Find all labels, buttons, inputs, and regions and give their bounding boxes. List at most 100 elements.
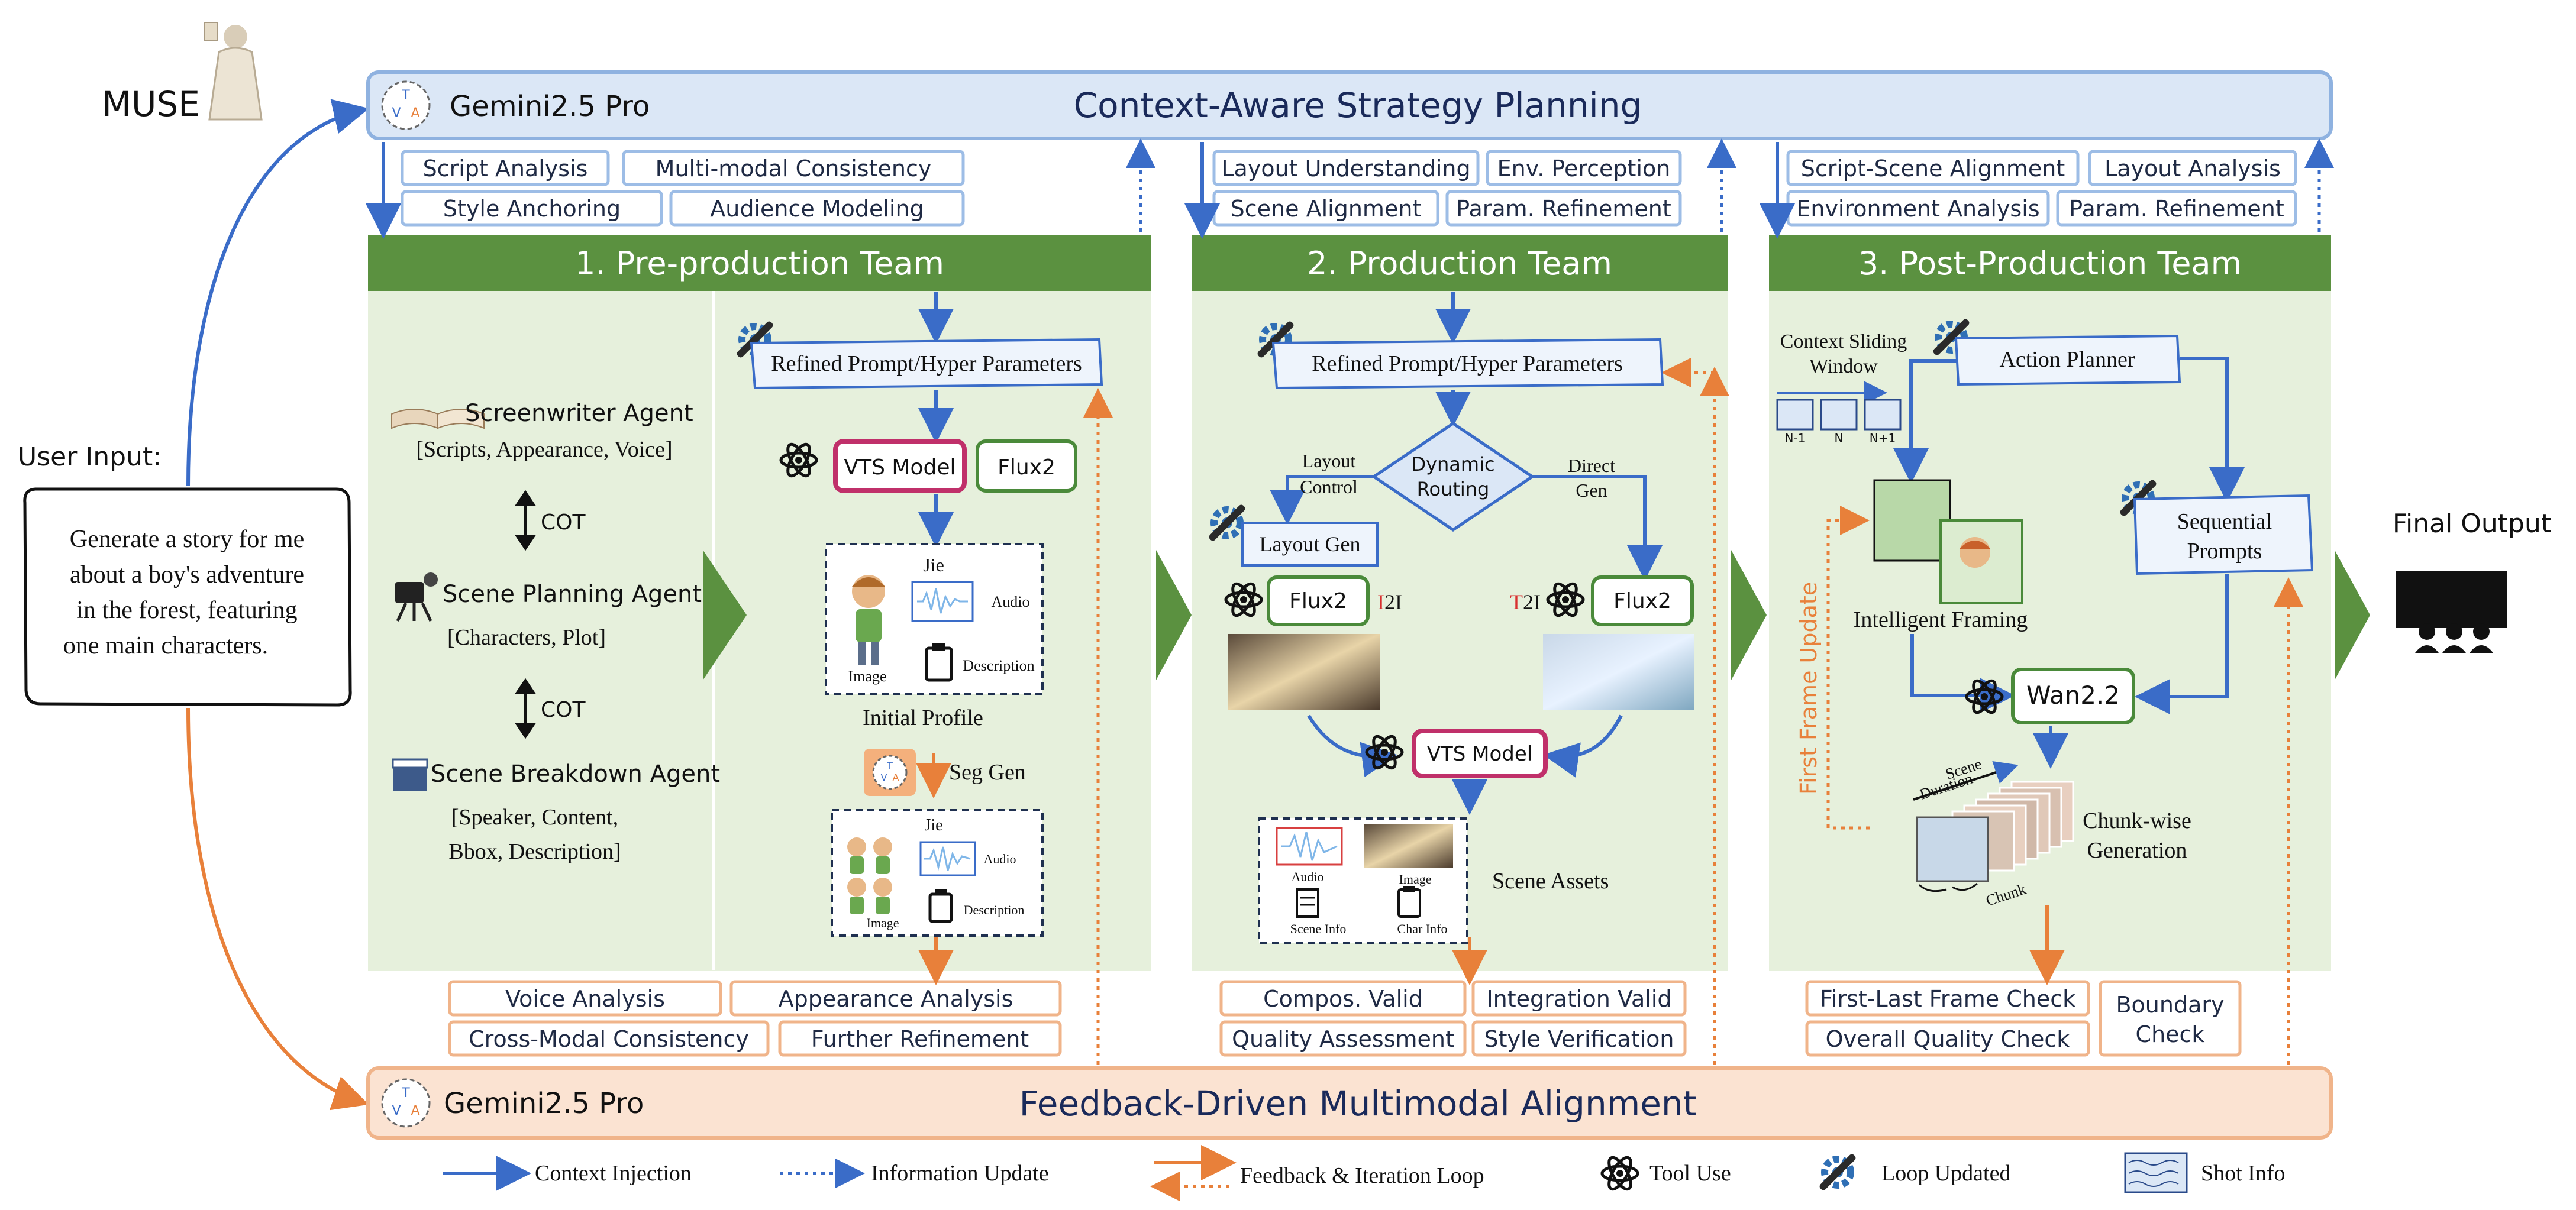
legend-context-injection: Context Injection [535, 1161, 692, 1186]
seg-gen-label: Seg Gen [949, 760, 1026, 785]
user-input-line-1: Generate a story for me [70, 526, 304, 553]
prod-flux2-left [1267, 575, 1370, 626]
svg-text:Action Planner: Action Planner [1999, 347, 2135, 372]
svg-text:A: A [411, 106, 419, 121]
t2i-label: T2I [1510, 590, 1541, 614]
stage-arrow-2 [1156, 550, 1192, 680]
user-input-box [23, 487, 352, 707]
svg-text:Layout Gen: Layout Gen [1260, 532, 1361, 556]
svg-text:Generation: Generation [2087, 838, 2187, 863]
svg-text:V: V [392, 106, 401, 121]
top-banner [366, 70, 2333, 140]
cot-label-2: COT [541, 698, 586, 722]
legend-atom-icon [1602, 1154, 1638, 1192]
top-banner-title: Context-Aware Strategy Planning [1074, 85, 1642, 125]
svg-text:T: T [401, 88, 410, 103]
svg-text:Context Sliding: Context Sliding [1780, 331, 1907, 352]
double-arrow-icon [515, 490, 536, 551]
svg-text:N: N [1835, 431, 1844, 445]
svg-text:T: T [886, 760, 893, 771]
svg-text:Chunk-wise: Chunk-wise [2083, 808, 2191, 833]
svg-text:Routing: Routing [1417, 478, 1490, 500]
action-planner-box [1954, 334, 2181, 386]
tag-env-perception: Env. Perception [1497, 156, 1671, 182]
svg-text:A: A [411, 1104, 419, 1118]
tag-style-verification: Style Verification [1484, 1026, 1674, 1052]
char-info-clipboard-icon [1397, 886, 1421, 918]
final-output-label: Final Output [2393, 509, 2551, 539]
prod-vts-model [1412, 729, 1548, 778]
legend-tool-use: Tool Use [1649, 1161, 1731, 1186]
tag-param-refinement-post: Param. Refinement [2069, 196, 2284, 222]
svg-text:Char Info: Char Info [1397, 921, 1448, 936]
svg-text:T: T [401, 1086, 410, 1101]
tag-quality-assessment: Quality Assessment [1232, 1026, 1454, 1052]
scene-planning-agent-sub: [Characters, Plot] [447, 625, 606, 650]
pre-refined-params: Refined Prompt/Hyper Parameters [771, 351, 1082, 376]
tag-boundary: Boundary [2116, 992, 2224, 1018]
tag-layout-analysis: Layout Analysis [2104, 156, 2281, 182]
intelligent-framing-label: Intelligent Framing [1854, 607, 2028, 632]
first-frame-update-loop [1826, 506, 1870, 830]
svg-text:Wan2.2: Wan2.2 [2026, 681, 2120, 710]
legend-information-update: Information Update [871, 1161, 1049, 1186]
tag-overall-quality-check: Overall Quality Check [1826, 1026, 2070, 1052]
screenwriter-agent: Screenwriter Agent [465, 400, 693, 427]
tag-compos-valid: Compos. Valid [1263, 986, 1423, 1012]
scene-assets-label: Scene Assets [1492, 869, 1609, 894]
svg-text:Dynamic: Dynamic [1411, 453, 1494, 475]
user-input-title: User Input: [18, 442, 162, 472]
pre-vts-model [833, 439, 967, 493]
video-chunks-stack [1916, 781, 2074, 882]
svg-text:Jie: Jie [923, 554, 944, 575]
svg-text:Audio: Audio [992, 593, 1030, 610]
tag-appearance-analysis: Appearance Analysis [779, 986, 1013, 1012]
scene-breakdown-agent: Scene Breakdown Agent [431, 761, 720, 788]
team1-title: 1. Pre-production Team [575, 245, 944, 282]
boy-character-image [852, 575, 885, 665]
tag-audience-modeling: Audience Modeling [710, 196, 924, 222]
tag-integration-valid: Integration Valid [1486, 986, 1671, 1012]
bottom-banner-title: Feedback-Driven Multimodal Alignment [1019, 1083, 1697, 1124]
svg-text:N-1: N-1 [1785, 431, 1806, 445]
user-input-line-3: in the forest, featuring [76, 597, 297, 624]
screenwriter-agent-sub: [Scripts, Appearance, Voice] [416, 437, 672, 462]
scene-breakdown-agent-sub-2: Bbox, Description] [448, 839, 621, 864]
legend-loop-updated: Loop Updated [1881, 1161, 2010, 1186]
legend-shot-info: Shot Info [2201, 1161, 2286, 1186]
scene-info-doc-icon [1296, 888, 1319, 918]
multi-pose-character-image [847, 837, 892, 914]
cot-label-1: COT [541, 510, 586, 535]
svg-text:Flux2: Flux2 [1289, 589, 1347, 613]
tag-multimodal-consistency: Multi-modal Consistency [656, 156, 932, 182]
shot-window-icon [1776, 399, 1902, 431]
team2-title: 2. Production Team [1307, 245, 1612, 282]
svg-text:Jie: Jie [924, 816, 942, 834]
scene-breakdown-agent-sub-1: [Speaker, Content, [451, 805, 618, 830]
i2i-label: I2I [1377, 590, 1402, 614]
dynamic-routing-diamond [1371, 421, 1535, 532]
svg-text:Direct: Direct [1568, 455, 1615, 476]
initial-profile-label: Initial Profile [863, 706, 983, 730]
svg-text:VTS Model: VTS Model [1427, 742, 1533, 766]
svg-text:Image: Image [848, 668, 887, 685]
framing-image-back [1873, 479, 1951, 562]
svg-text:A: A [893, 772, 899, 783]
tag-script-analysis: Script Analysis [423, 156, 588, 182]
top-banner-model: Gemini2.5 Pro [450, 90, 650, 123]
user-input-line-2: about a boy's adventure [70, 561, 304, 588]
first-frame-update-label: First Frame Update [1796, 582, 1822, 795]
user-input-line-4: one main characters. [63, 632, 268, 659]
svg-text:Scene Info: Scene Info [1290, 921, 1347, 936]
svg-text:Layout: Layout [1302, 450, 1356, 471]
layout-gen-box [1241, 522, 1379, 567]
svg-text:Audio: Audio [984, 852, 1016, 866]
camera-icon [395, 572, 438, 622]
pre-refined-params-box [750, 338, 1103, 390]
tag-param-refinement: Param. Refinement [1456, 196, 1671, 222]
svg-text:Flux2: Flux2 [998, 455, 1055, 480]
tva-icon: T V A [381, 80, 431, 130]
seg-gen-icon: T V A [864, 749, 916, 796]
muse-label: MUSE [102, 84, 200, 124]
